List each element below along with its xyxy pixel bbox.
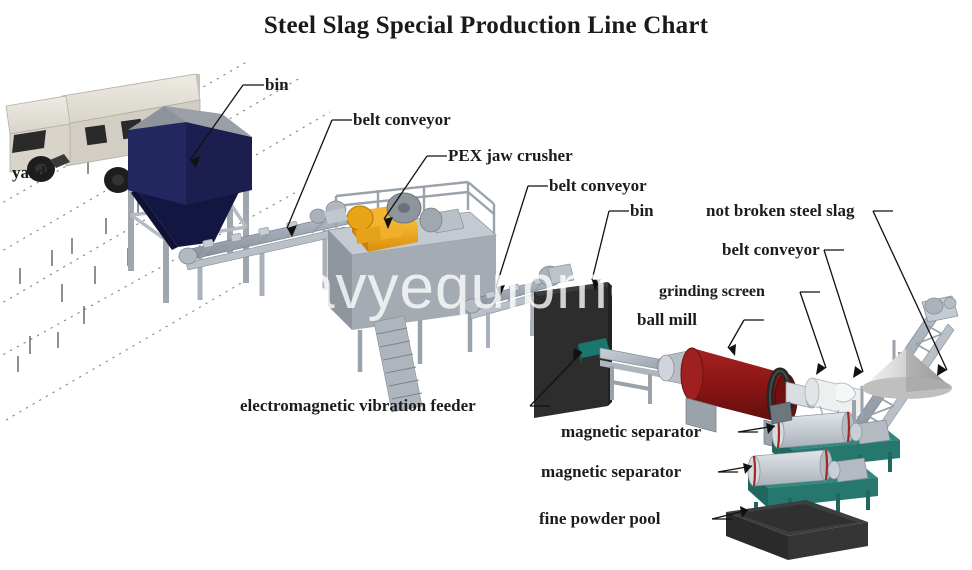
page-title: Steel Slag Special Production Line Chart [263,12,709,39]
belt-conveyor-2 [463,263,575,348]
belt-conveyor-3 [599,347,676,404]
magnetic-separator-2 [747,449,878,524]
label-yard: yard [12,163,46,182]
not-broken-steel-slag-pile [862,348,952,399]
leader-lines [189,84,948,520]
label-belt-conveyor-1: belt conveyor [353,110,451,129]
crusher-feed-unit [309,200,348,224]
label-grinding-screen: grinding screen [659,283,765,300]
label-belt-conveyor-2: belt conveyor [549,176,647,195]
leader-arrowheads [190,156,947,518]
platform-stairs [373,315,423,413]
label-not-broken-steel-slag: not broken steel slag [706,201,855,220]
bin-hopper-navy [128,106,252,303]
fine-powder-pool [726,500,868,560]
label-bin-1: bin [265,75,289,94]
crusher-platform [309,180,497,413]
conveyor-2-drive [538,263,575,287]
label-belt-conveyor-3: belt conveyor [722,240,820,259]
label-magnetic-separator-2: magnetic separator [541,462,682,481]
label-pex-jaw-crusher: PEX jaw crusher [448,146,573,165]
label-magnetic-separator-1: magnetic separator [561,422,702,441]
label-ball-mill: ball mill [637,310,697,329]
conveyor-head-house [921,295,959,323]
label-fine-powder-pool: fine powder pool [539,509,661,528]
label-electromagnetic-vibration-feeder: electromagnetic vibration feeder [240,396,476,415]
crusher-drive-motor [419,207,465,234]
label-bin-2: bin [630,201,654,220]
